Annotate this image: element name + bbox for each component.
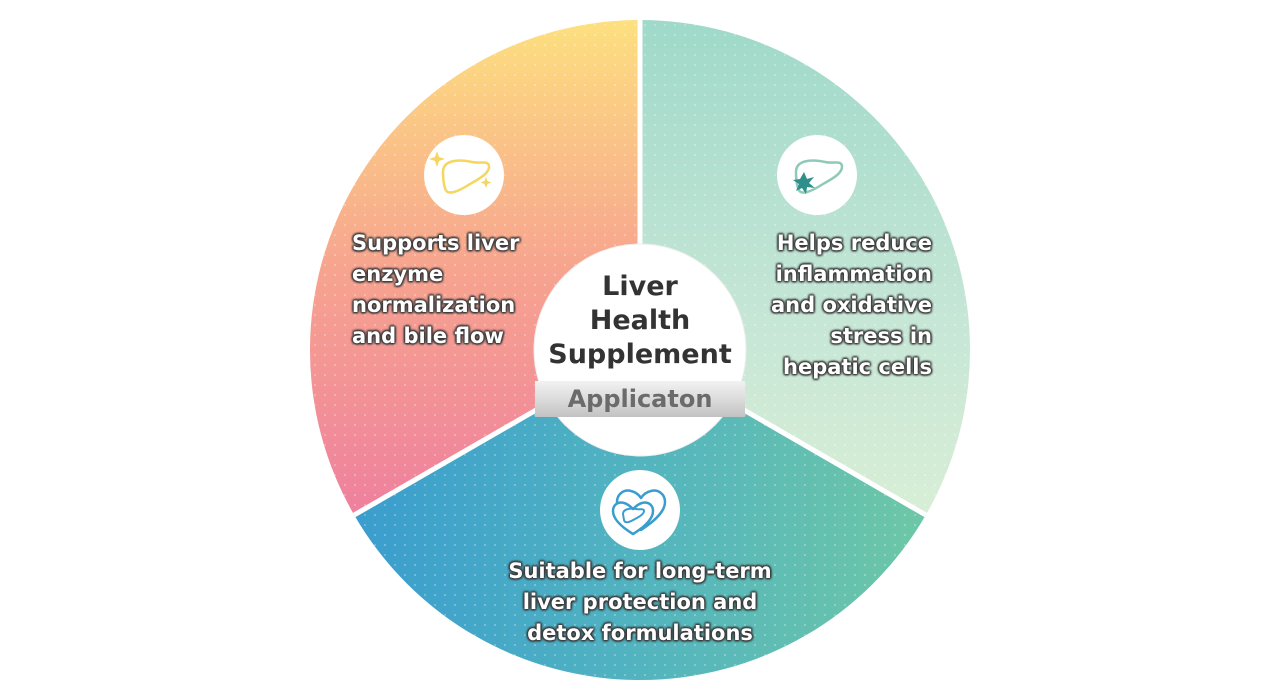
diagram-title: Liver Health Supplement bbox=[548, 271, 732, 370]
heart-liver-icon bbox=[600, 470, 680, 550]
inflamed-liver-icon bbox=[777, 135, 857, 215]
application-label: Applicaton bbox=[567, 385, 713, 413]
center-tag-banner bbox=[535, 381, 745, 417]
segment-left-text: Supports liver enzyme normalization and … bbox=[352, 231, 520, 348]
segment-bottom-text: Suitable for long-term liver protection … bbox=[508, 559, 772, 645]
sparkling-liver-icon bbox=[424, 135, 504, 215]
segment-right-text: Helps reduce inflammation and oxidative … bbox=[770, 231, 932, 379]
